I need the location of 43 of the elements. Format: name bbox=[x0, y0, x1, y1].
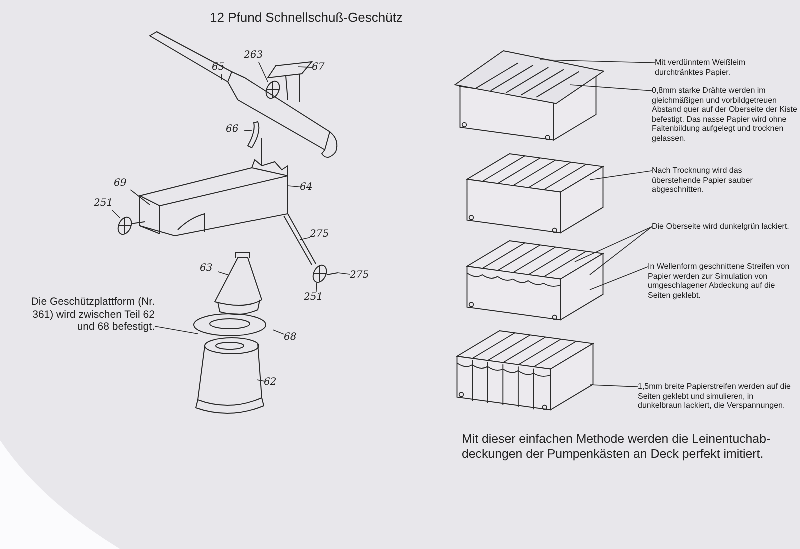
leader-line bbox=[221, 74, 222, 80]
leader-line bbox=[112, 210, 120, 218]
leader-line bbox=[540, 60, 656, 64]
leader-line bbox=[590, 170, 652, 180]
annotation-text: Nach Trocknung wird das überstehende Papier sauber abgeschnitten. bbox=[652, 166, 792, 195]
diagram-title: 12 Pfund Schnellschuß-Geschütz bbox=[210, 10, 403, 25]
annotation-text: Die Geschützplattform (Nr. 361) wird zwischen Teil 62 und 68 befestigt. bbox=[20, 296, 155, 334]
leader-line bbox=[590, 384, 638, 388]
callout-number: 68 bbox=[284, 332, 302, 344]
callout-number: 67 bbox=[312, 62, 332, 74]
leader-line bbox=[258, 62, 268, 82]
leader-line bbox=[300, 237, 310, 240]
callout-number: 66 bbox=[226, 124, 244, 136]
callout-number: 62 bbox=[264, 377, 282, 389]
callout-number: 251 bbox=[304, 292, 328, 304]
leader-line bbox=[288, 186, 300, 188]
callout-number: 275 bbox=[310, 229, 334, 241]
annotation-text: Mit verdünntem Weißleim durchtränktes Papier. bbox=[655, 58, 795, 78]
callout-number: 64 bbox=[300, 182, 318, 194]
callout-number: 69 bbox=[114, 178, 132, 190]
callout-number: 63 bbox=[200, 263, 218, 275]
leader-line bbox=[218, 271, 228, 276]
callout-number: 251 bbox=[94, 198, 118, 210]
leader-line bbox=[154, 326, 198, 334]
leader-line bbox=[574, 226, 652, 262]
note-text: Mit dieser einfachen Methode werden die Leinentuchab- deckungen der Pumpenkästen an Deck perfekt imitiert. bbox=[462, 432, 772, 462]
callout-number: 65 bbox=[212, 62, 230, 74]
callout-number: 275 bbox=[350, 270, 374, 282]
leader-line bbox=[256, 380, 264, 382]
leader-line bbox=[316, 282, 318, 292]
leader-line bbox=[130, 190, 150, 206]
annotation-text: 0,8mm starke Drähte werden im gleichmäßigen und vorbildgetreuen Abstand quer auf der Oberseite der Kiste befestigt. Das nasse Papier wird ohne Faltenbildung aufgelegt und trocknen gelassen. bbox=[652, 86, 798, 144]
leader-line bbox=[244, 130, 252, 132]
leader-line bbox=[298, 66, 312, 68]
leader-line bbox=[272, 330, 284, 335]
leader-line bbox=[338, 272, 350, 275]
annotation-text: In Wellenform geschnittene Streifen von Papier werden zur Simulation von umgeschlagener Abdeckung auf die Seiten geklebt. bbox=[648, 262, 793, 300]
leader-line bbox=[590, 226, 652, 276]
leader-line bbox=[590, 266, 648, 290]
callout-number: 263 bbox=[244, 50, 268, 62]
annotation-text: 1,5mm breite Papierstreifen werden auf die Seiten geklebt und simulieren, in dunkelbraun lackiert, die Verspannungen. bbox=[638, 382, 793, 411]
leader-line bbox=[570, 84, 652, 92]
annotation-text: Die Oberseite wird dunkelgrün lackiert. bbox=[652, 222, 792, 232]
